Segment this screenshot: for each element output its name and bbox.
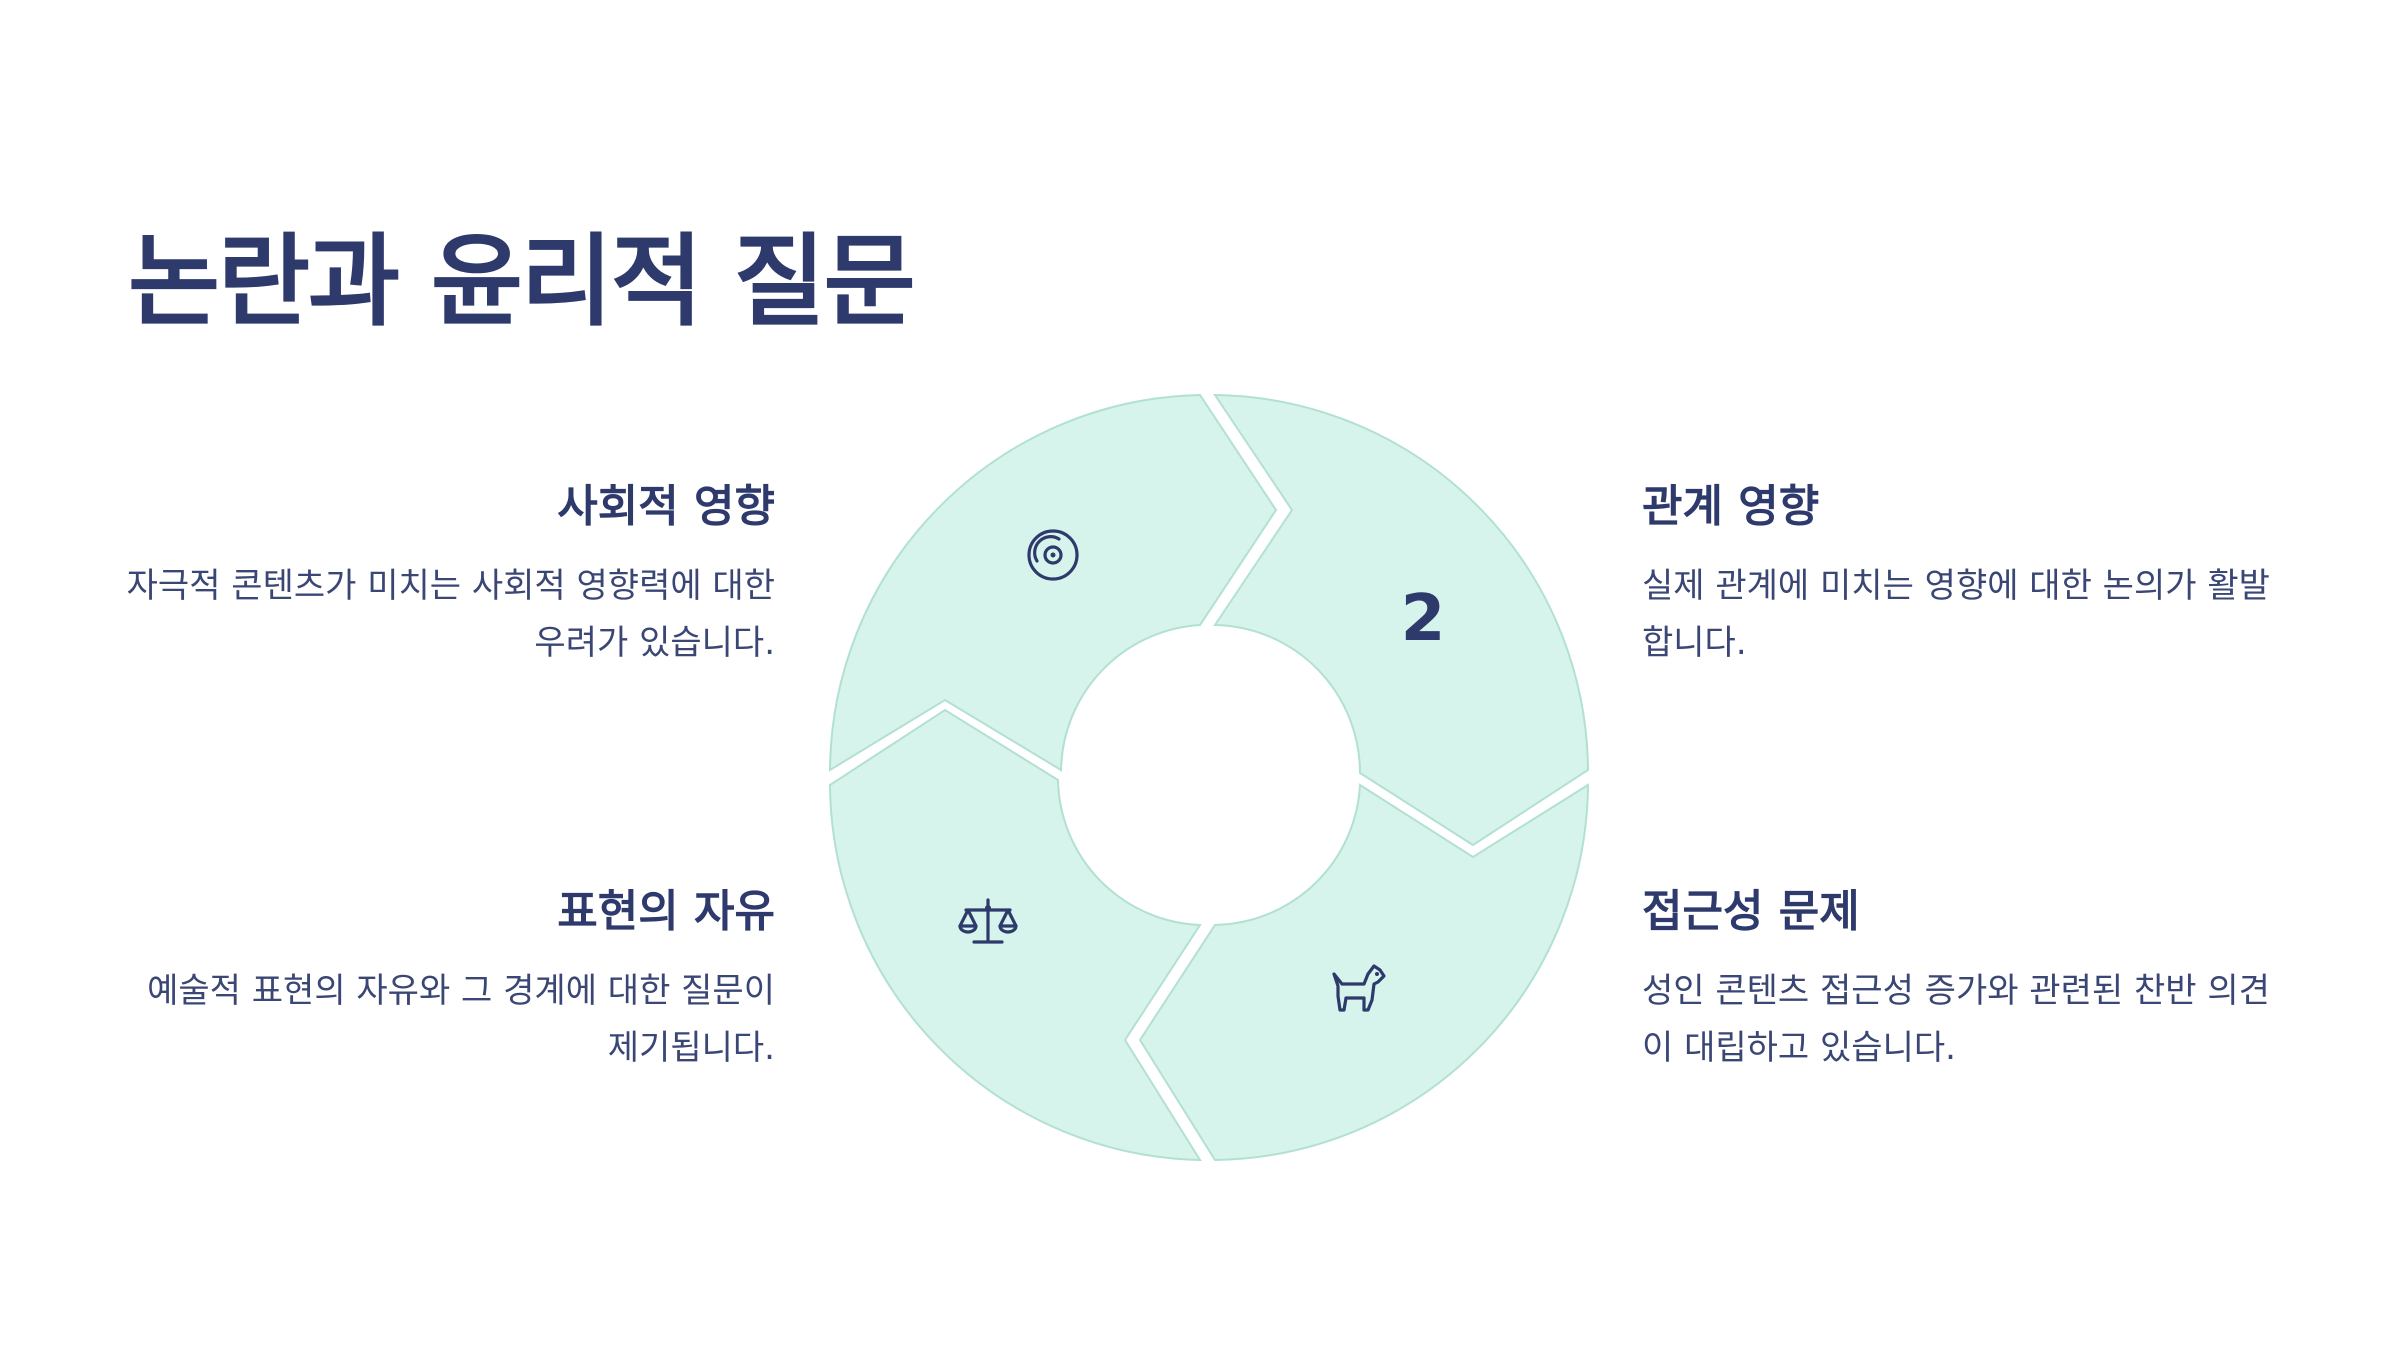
relationship-impact-description: 실제 관계에 미치는 영향에 대한 논의가 활발합니다. xyxy=(1642,566,2270,663)
accessibility-issue-heading: 접근성 문제 xyxy=(1642,886,1860,937)
accessibility-issue-description: 성인 콘텐츠 접근성 증가와 관련된 찬반 의견이 대립하고 있습니다. xyxy=(1642,971,2270,1068)
freedom-of-expression-block: 표현의 자유 예술적 표현의 자유와 그 경계에 대한 질문이 제기됩니다. xyxy=(125,875,775,1077)
target-icon xyxy=(1027,529,1079,581)
accessibility-issue-block: 접근성 문제 성인 콘텐츠 접근성 증가와 관련된 찬반 의견이 대립하고 있습… xyxy=(1642,875,2292,1077)
freedom-of-expression-heading: 표현의 자유 xyxy=(557,886,775,937)
balance-scale-icon xyxy=(958,898,1018,944)
relationship-impact-heading: 관계 영향 xyxy=(1642,481,1820,532)
dog-icon xyxy=(1332,964,1386,1012)
social-impact-description: 자극적 콘텐츠가 미치는 사회적 영향력에 대한 우려가 있습니다. xyxy=(126,566,775,663)
freedom-of-expression-description: 예술적 표현의 자유와 그 경계에 대한 질문이 제기됩니다. xyxy=(147,971,775,1068)
relationship-impact-block: 관계 영향 실제 관계에 미치는 영향에 대한 논의가 활발합니다. xyxy=(1642,470,2292,672)
segment-accessibility-issue xyxy=(1138,783,1590,1162)
page-title: 논란과 윤리적 질문 xyxy=(128,223,916,340)
segment-social-impact xyxy=(828,393,1278,772)
segment-relationship-impact xyxy=(1213,393,1590,847)
social-impact-heading: 사회적 영향 xyxy=(557,481,775,532)
segment-number-marker: 2 xyxy=(1401,582,1446,656)
social-impact-block: 사회적 영향 자극적 콘텐츠가 미치는 사회적 영향력에 대한 우려가 있습니다… xyxy=(125,470,775,672)
segment-freedom-of-expression xyxy=(828,708,1202,1162)
